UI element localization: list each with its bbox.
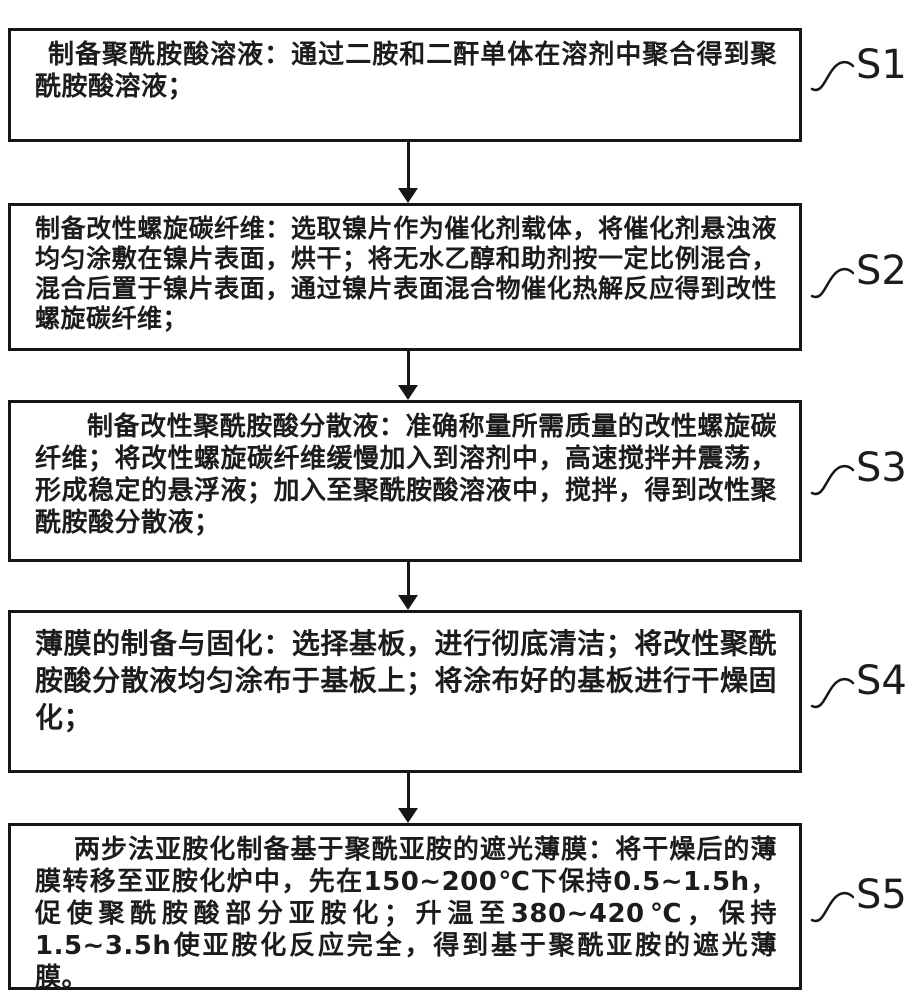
step-connector-curve-4 [810, 677, 855, 709]
arrow-shaft [406, 773, 410, 808]
step-box-3: 制备改性聚酰胺酸分散液：准确称量所需质量的改性螺旋碳纤维；将改性螺旋碳纤维缓慢加… [8, 400, 802, 562]
arrow-down-icon [396, 773, 420, 823]
step-box-5: 两步法亚胺化制备基于聚酰亚胺的遮光薄膜：将干燥后的薄膜转移至亚胺化炉中，先在15… [8, 823, 802, 993]
step-text-1: 制备聚酰胺酸溶液：通过二胺和二酐单体在溶剂中聚合得到聚酰胺酸溶液； [35, 40, 777, 102]
arrow-head [398, 808, 418, 823]
step-label-s3: S3 [856, 445, 907, 491]
step-connector-curve-5 [810, 891, 855, 923]
step-box-2: 制备改性螺旋碳纤维：选取镍片作为催化剂载体，将催化剂悬浊液均匀涂敷在镍片表面，烘… [8, 203, 802, 351]
arrow-head [398, 385, 418, 400]
step-connector-curve-3 [810, 464, 855, 496]
arrow-head [398, 188, 418, 203]
step-label-s5: S5 [856, 872, 907, 918]
step-box-1: 制备聚酰胺酸溶液：通过二胺和二酐单体在溶剂中聚合得到聚酰胺酸溶液； [8, 28, 802, 142]
step-connector-curve-1 [810, 60, 855, 92]
step-box-4: 薄膜的制备与固化：选择基板，进行彻底清洁；将改性聚酰胺酸分散液均匀涂布于基板上；… [8, 610, 802, 773]
step-label-s2: S2 [856, 248, 907, 294]
step-text-2: 制备改性螺旋碳纤维：选取镍片作为催化剂载体，将催化剂悬浊液均匀涂敷在镍片表面，烘… [35, 214, 777, 333]
step-connector-curve-2 [810, 267, 855, 299]
arrow-down-icon [396, 142, 420, 203]
step-label-s1: S1 [856, 42, 907, 88]
arrow-down-icon [396, 351, 420, 400]
step-text-5: 两步法亚胺化制备基于聚酰亚胺的遮光薄膜：将干燥后的薄膜转移至亚胺化炉中，先在15… [35, 835, 777, 993]
step-label-s4: S4 [856, 658, 907, 704]
arrow-head [398, 595, 418, 610]
arrow-shaft [406, 142, 410, 188]
step-text-4: 薄膜的制备与固化：选择基板，进行彻底清洁；将改性聚酰胺酸分散液均匀涂布于基板上；… [35, 627, 777, 734]
step-text-3: 制备改性聚酰胺酸分散液：准确称量所需质量的改性螺旋碳纤维；将改性螺旋碳纤维缓慢加… [35, 412, 777, 538]
arrow-down-icon [396, 562, 420, 610]
arrow-shaft [406, 562, 410, 595]
arrow-shaft [406, 351, 410, 385]
